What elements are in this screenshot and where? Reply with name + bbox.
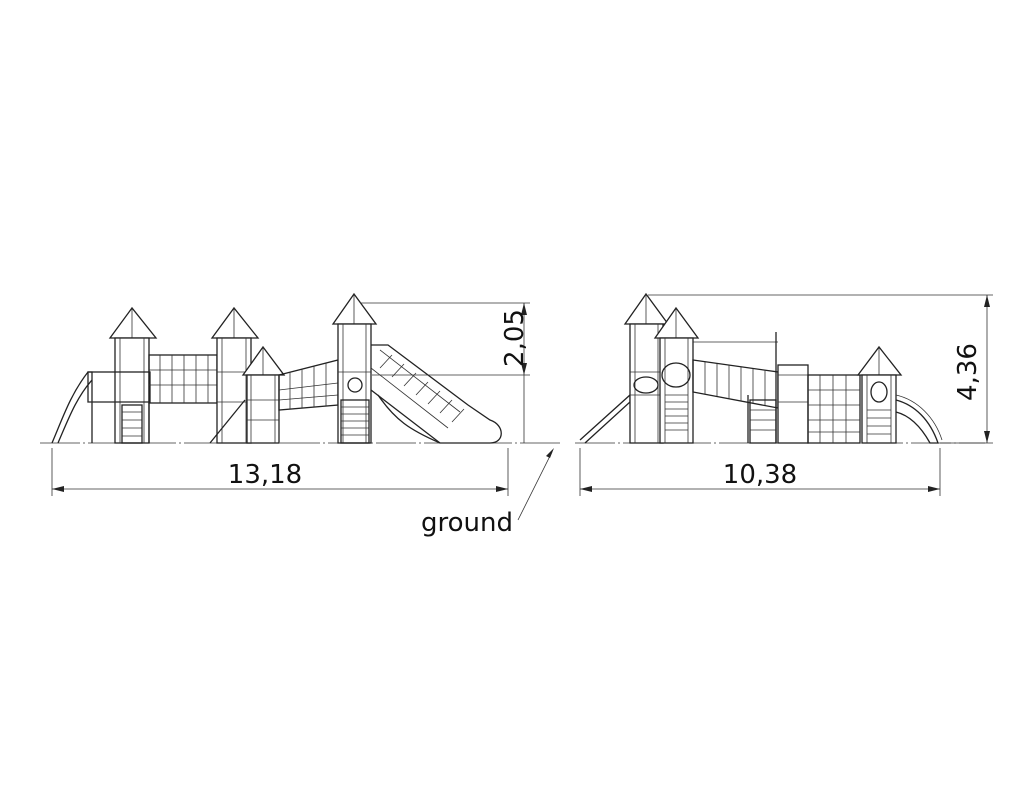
right-width-label: 10,38 (723, 460, 797, 490)
right-elevation (579, 292, 943, 444)
left-width-dimension: 13,18 (51, 448, 509, 496)
left-width-label: 13,18 (228, 460, 302, 490)
ground-callout: ground (421, 448, 554, 538)
left-height-dimension: 2,05 (360, 302, 530, 443)
left-height-label: 2,05 (500, 309, 530, 367)
right-height-label: 4,36 (953, 343, 983, 401)
ground-label: ground (421, 508, 513, 538)
right-height-dimension: 4,36 (648, 294, 993, 444)
right-width-dimension: 10,38 (579, 448, 941, 496)
left-elevation (51, 292, 502, 444)
